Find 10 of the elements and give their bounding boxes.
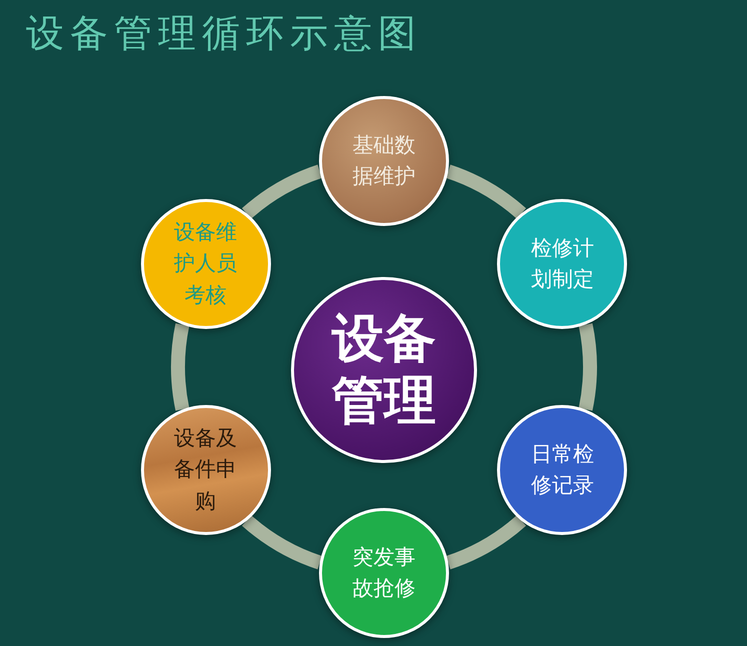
node-label: 突发事故抢修 [352, 544, 416, 602]
node-label: 基础数据维护 [352, 132, 416, 190]
title: 设备管理循环示意图 [26, 14, 422, 52]
node-label: 设备及备件申购 [173, 426, 238, 515]
ring-arc [578, 324, 597, 410]
ring-arc [171, 324, 190, 410]
node-label: 检修计划制定 [530, 236, 595, 293]
node-label: 设备管理 [330, 308, 437, 432]
node-label: 设备维护人员考核 [173, 220, 238, 309]
node-label: 日常检修记录 [530, 442, 595, 499]
